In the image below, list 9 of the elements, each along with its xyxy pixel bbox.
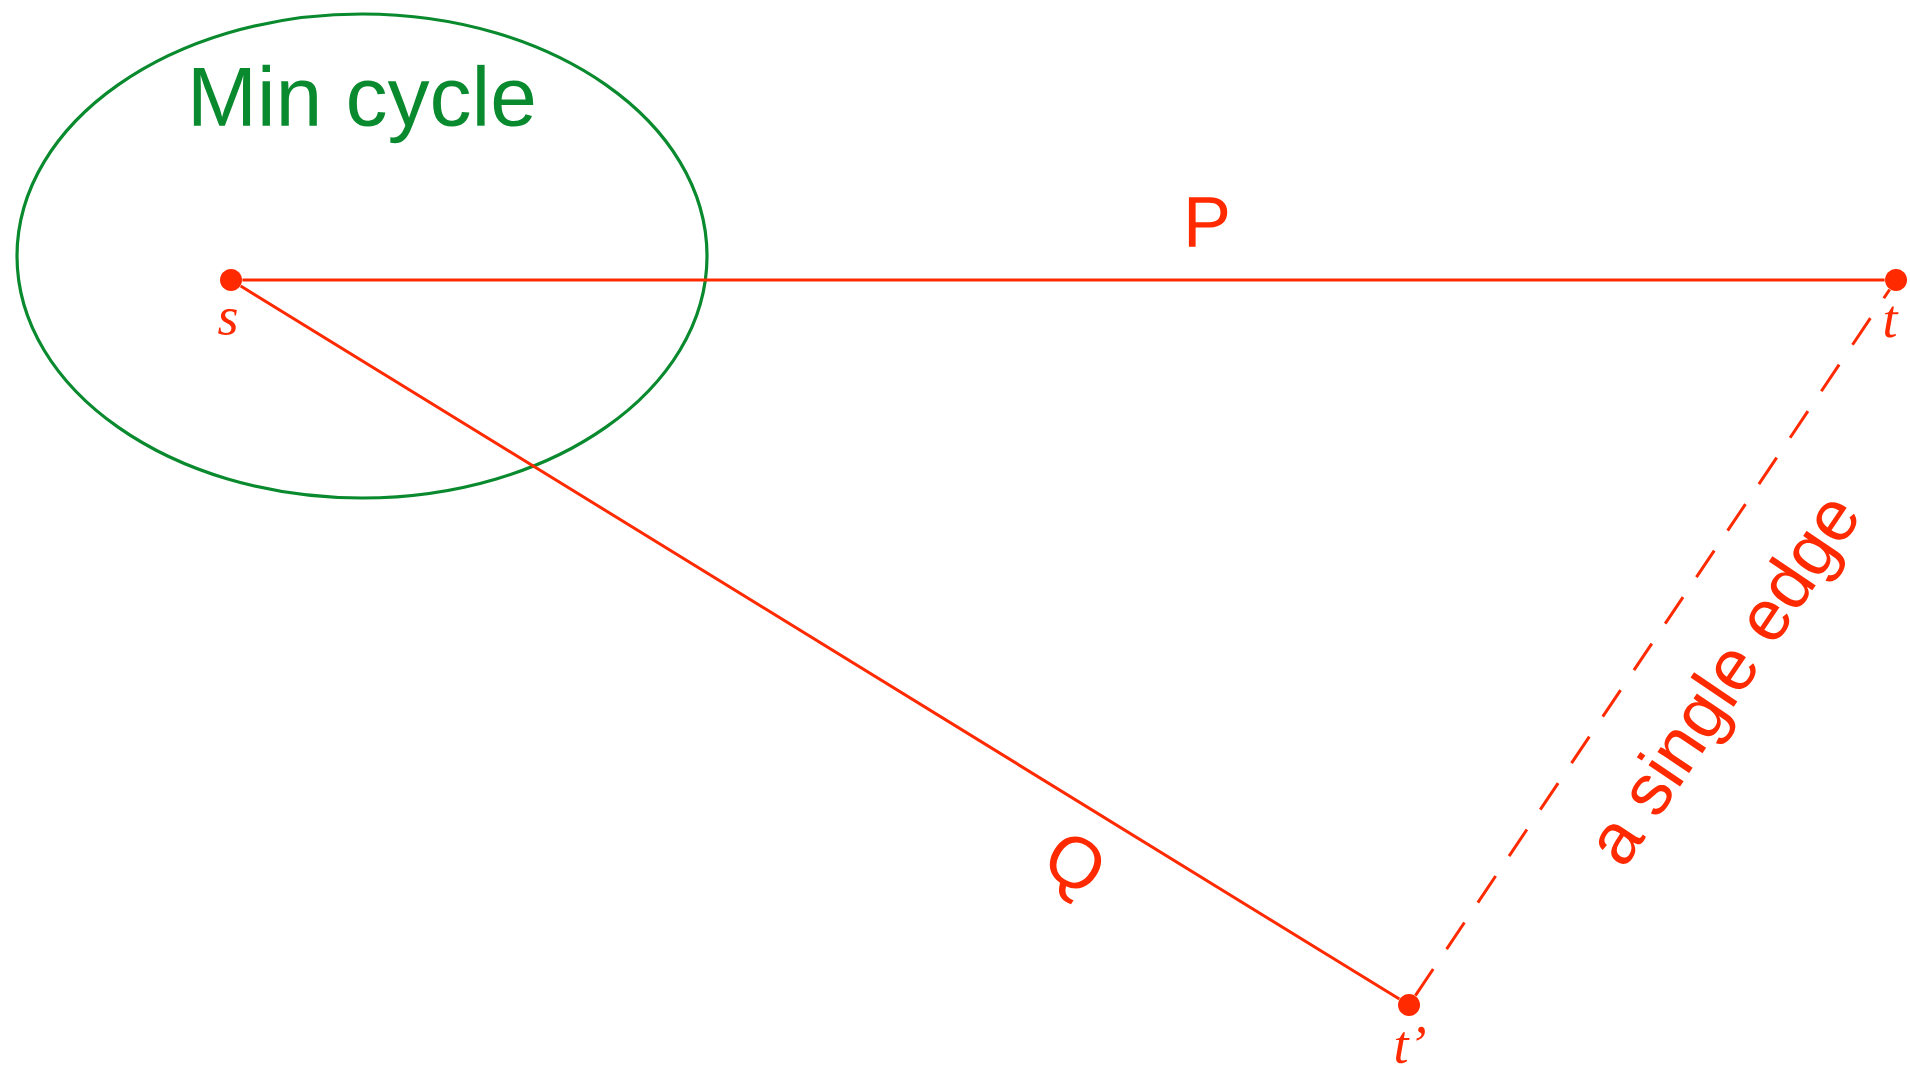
vertex-label: s (218, 309, 237, 335)
edge-label: Q (1049, 836, 1102, 905)
path-line (242, 278, 1885, 282)
edge-label: P (1188, 197, 1228, 247)
dashed-line (1414, 288, 1891, 997)
vertex-label: t (1884, 306, 1899, 338)
path-line (239, 284, 1401, 1001)
ellipse-label: Min cycle (193, 64, 534, 144)
vertex-label: t’ (1395, 1026, 1425, 1064)
